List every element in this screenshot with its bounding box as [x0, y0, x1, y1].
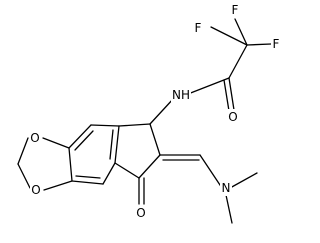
atom-o-dioxole-bottom: O	[31, 183, 40, 197]
bond-c7a-c3a-a	[114, 125, 120, 164]
bond-ch-n	[199, 154, 223, 189]
bond-carbonyl-nh	[187, 77, 230, 95]
atom-n-amine: N	[222, 181, 231, 195]
bond-c7-c6-a	[68, 124, 92, 149]
bond-c5-c4-b	[75, 175, 101, 179]
bond-c3-c3a	[114, 162, 140, 179]
bond-n-me1	[229, 172, 258, 189]
atom-o-amide: O	[228, 110, 237, 124]
bond-o1-ch2	[17, 137, 29, 165]
bond-n-me2	[225, 194, 233, 224]
molecule-structure: F F F NH O O O N O	[17, 2, 281, 224]
bond-nh-c1	[149, 97, 175, 125]
bond-ch2-o2	[17, 163, 31, 189]
bond-c1-c2	[149, 123, 161, 156]
atom-o-ketone: O	[136, 206, 145, 220]
bond-cf3-f3	[246, 43, 272, 46]
bond-c7-c6-b	[74, 130, 94, 151]
atom-nh: NH	[172, 88, 190, 102]
bond-c7a-c7	[90, 124, 120, 127]
bond-c2-c3	[138, 154, 161, 179]
atom-o-dioxole-top: O	[30, 131, 39, 145]
bond-cf3-f1	[210, 26, 248, 46]
bond-c6-c5	[68, 147, 73, 182]
bond-c5-c4-a	[71, 180, 104, 185]
atom-f1: F	[195, 21, 202, 35]
bond-c5-o2	[43, 180, 73, 191]
atom-f2: F	[232, 3, 239, 17]
atom-f3: F	[273, 37, 280, 51]
bond-c7a-c3a-b	[109, 129, 114, 160]
bond-cf3-f2	[234, 18, 248, 46]
bond-cf3-carbonyl	[228, 44, 248, 79]
bond-c1-c7a	[118, 123, 151, 127]
bond-c4-c3a	[102, 162, 116, 185]
bond-carbonyl-o-a	[228, 77, 235, 111]
bond-carbonyl-o-b	[223, 79, 230, 112]
bond-c6-o1	[42, 137, 70, 149]
